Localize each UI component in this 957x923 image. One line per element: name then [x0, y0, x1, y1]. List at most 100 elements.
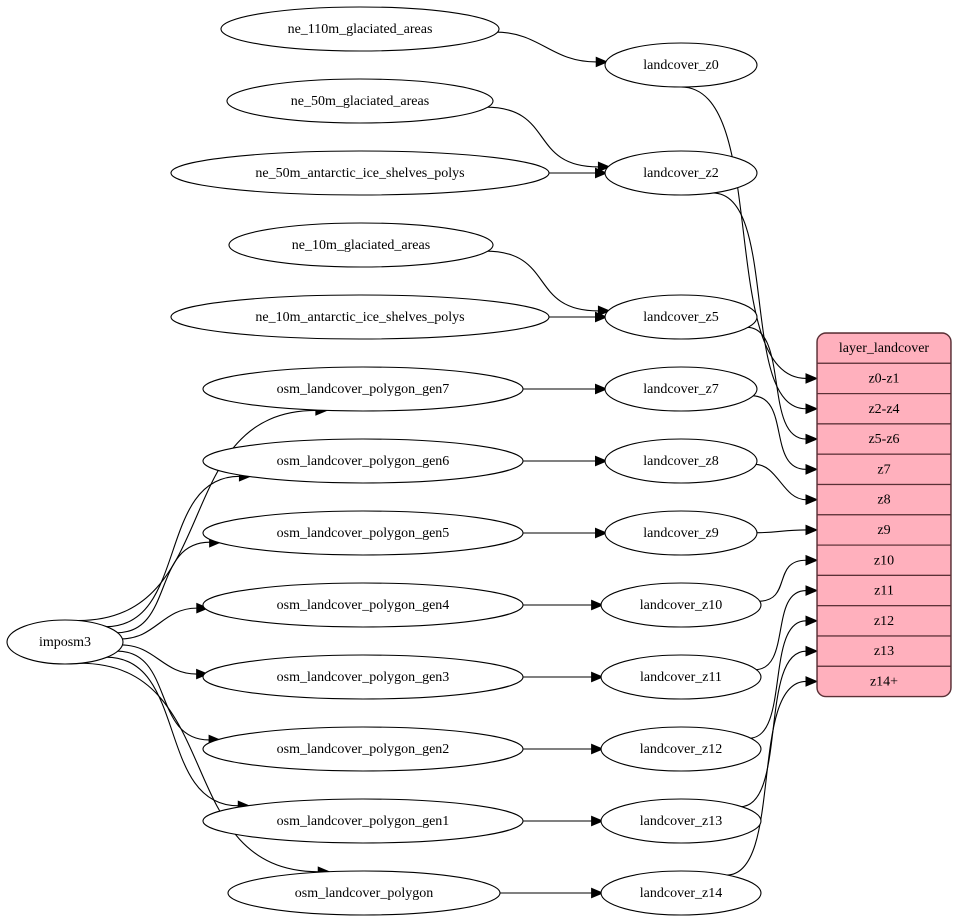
graph-node-osm_landcover_polygon_gen3[interactable]: osm_landcover_polygon_gen3: [202, 654, 524, 700]
node-label: ne_110m_glaciated_areas: [288, 22, 433, 37]
node-label: landcover_z7: [643, 382, 718, 397]
node-ellipse: [170, 294, 550, 340]
edge-line: [79, 662, 319, 873]
record-row-cell[interactable]: [817, 393, 951, 425]
node-label: landcover_z14: [640, 886, 722, 901]
record-row-cell[interactable]: [817, 605, 951, 637]
graph-node-ne_10m_glaciated_areas[interactable]: ne_10m_glaciated_areas: [228, 222, 494, 268]
node-label: landcover_z13: [640, 814, 722, 829]
graph-edge: [519, 455, 608, 467]
record-row-cell[interactable]: [817, 514, 951, 546]
graph-node-landcover_z5[interactable]: landcover_z5: [604, 294, 758, 340]
node-label: imposm3: [39, 635, 91, 650]
record-row-cell[interactable]: [817, 635, 951, 667]
node-label: landcover_z2: [643, 166, 718, 181]
node-ellipse: [220, 6, 500, 52]
graph-edge: [485, 106, 611, 173]
node-ellipse: [604, 150, 758, 196]
edge-line: [758, 559, 807, 602]
edge-line: [680, 86, 807, 379]
graph-node-landcover_z13[interactable]: landcover_z13: [600, 798, 762, 844]
node-ellipse: [202, 582, 524, 628]
graph-node-osm_landcover_polygon_gen4[interactable]: osm_landcover_polygon_gen4: [202, 582, 524, 628]
node-ellipse: [202, 726, 524, 772]
graph-node-landcover_z9[interactable]: landcover_z9: [604, 510, 758, 556]
node-ellipse: [600, 582, 762, 628]
graph-node-landcover_z7[interactable]: landcover_z7: [604, 366, 758, 412]
edge-arrowhead: [595, 167, 608, 179]
node-label: osm_landcover_polygon_gen4: [277, 598, 450, 613]
edge-line: [485, 106, 599, 168]
record-header-label: layer_landcover: [839, 341, 930, 356]
node-ellipse: [228, 222, 494, 268]
graph-node-landcover_z12[interactable]: landcover_z12: [600, 726, 762, 772]
graph-node-landcover_z0[interactable]: landcover_z0: [604, 42, 758, 88]
edge-line: [485, 250, 599, 312]
graph-edge: [749, 615, 819, 739]
record-row-label: z12: [874, 614, 894, 629]
graph-node-landcover_z8[interactable]: landcover_z8: [604, 438, 758, 484]
graph-edge: [116, 536, 222, 634]
edge-arrowhead: [595, 455, 608, 467]
record-row-label: z14+: [870, 674, 898, 689]
edge-arrowhead: [805, 645, 819, 657]
graph-node-osm_landcover_polygon_gen2[interactable]: osm_landcover_polygon_gen2: [202, 726, 524, 772]
edge-arrowhead: [595, 56, 609, 68]
graph-node-landcover_z10[interactable]: landcover_z10: [600, 582, 762, 628]
node-label: osm_landcover_polygon_gen5: [277, 526, 450, 541]
graph-node-ne_110m_glaciated_areas[interactable]: ne_110m_glaciated_areas: [220, 6, 500, 52]
record-row-label: z8: [877, 493, 890, 508]
graph-edge: [116, 650, 222, 746]
edge-arrowhead: [591, 599, 604, 611]
node-label: osm_landcover_polygon_gen2: [277, 742, 450, 757]
node-ellipse: [202, 438, 524, 484]
graph-node-osm_landcover_polygon[interactable]: osm_landcover_polygon: [227, 870, 501, 916]
graph-node-landcover_z14[interactable]: landcover_z14: [600, 870, 762, 916]
nodes-layer: imposm3 ne_110m_glaciated_areas ne_50m_gla…: [6, 6, 762, 916]
graph-node-landcover_z11[interactable]: landcover_z11: [600, 654, 762, 700]
edge-line: [494, 31, 597, 63]
edge-line: [749, 620, 807, 739]
graph-edge: [519, 383, 608, 395]
edge-line: [712, 192, 807, 410]
node-ellipse: [202, 654, 524, 700]
edge-arrowhead: [591, 743, 604, 755]
edge-line: [754, 590, 807, 671]
graph-edge: [519, 815, 604, 827]
node-ellipse: [202, 510, 524, 556]
graph-edge: [121, 644, 209, 680]
record-row-label: z11: [874, 584, 894, 599]
record-row-label: z5-z6: [868, 432, 899, 447]
record-row-cell[interactable]: [817, 423, 951, 455]
graph-node-ne_50m_glaciated_areas[interactable]: ne_50m_glaciated_areas: [226, 78, 494, 124]
node-label: landcover_z8: [643, 454, 718, 469]
edge-line: [116, 541, 210, 634]
node-ellipse: [170, 150, 550, 196]
graph-node-osm_landcover_polygon_gen6[interactable]: osm_landcover_polygon_gen6: [202, 438, 524, 484]
edge-arrowhead: [591, 671, 604, 683]
graph-edge: [754, 585, 819, 671]
graph-node-ne_10m_antarctic_ice_shelves_polys[interactable]: ne_10m_antarctic_ice_shelves_polys: [170, 294, 550, 340]
node-ellipse: [227, 870, 501, 916]
graph-node-landcover_z2[interactable]: landcover_z2: [604, 150, 758, 196]
edge-arrowhead: [805, 524, 819, 536]
record-row-cell[interactable]: [817, 453, 951, 486]
node-ellipse: [600, 726, 762, 772]
graph-node-ne_50m_antarctic_ice_shelves_polys[interactable]: ne_50m_antarctic_ice_shelves_polys: [170, 150, 550, 196]
node-ellipse: [202, 366, 524, 412]
record-row-cell[interactable]: [817, 544, 951, 576]
node-label: landcover_z5: [643, 310, 718, 325]
record-row-label: z13: [874, 644, 894, 659]
edge-line: [116, 650, 210, 741]
record-node-layer-landcover[interactable]: layer_landcoverz0-z1z2-z4z5-z6z7z8z9z10z…: [817, 333, 951, 697]
node-ellipse: [600, 798, 762, 844]
edge-arrowhead: [591, 887, 604, 899]
graph-node-osm_landcover_polygon_gen5[interactable]: osm_landcover_polygon_gen5: [202, 510, 524, 556]
graph-node-osm_landcover_polygon_gen7[interactable]: osm_landcover_polygon_gen7: [202, 366, 524, 412]
graph-edge: [758, 554, 819, 602]
edge-line: [726, 680, 807, 876]
graph-node-osm_landcover_polygon_gen1[interactable]: osm_landcover_polygon_gen1: [202, 798, 524, 844]
graph-edge: [680, 86, 819, 384]
record-row-label: z0-z1: [868, 371, 899, 386]
graph-node-imposm3[interactable]: imposm3: [6, 619, 124, 665]
